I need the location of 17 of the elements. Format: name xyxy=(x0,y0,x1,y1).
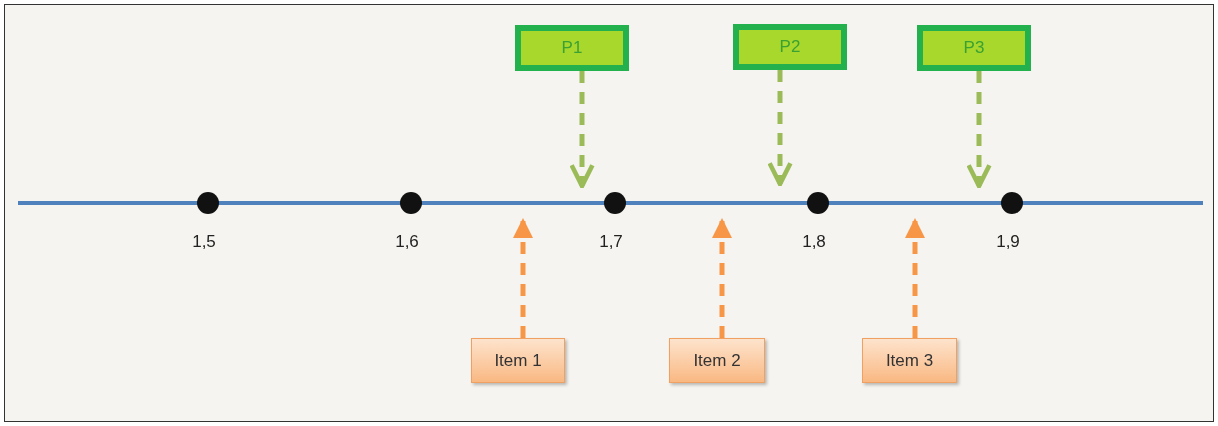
item-box: Item 1 xyxy=(471,338,565,383)
dashed-arrow xyxy=(513,218,533,338)
tick-label: 1,8 xyxy=(802,231,826,253)
label-box: P2 xyxy=(733,24,847,70)
tick-label: 1,6 xyxy=(395,231,419,253)
dashed-arrow xyxy=(905,218,925,338)
tick-label: 1,7 xyxy=(599,231,623,253)
item-box: Item 3 xyxy=(862,338,957,383)
dashed-arrow xyxy=(767,70,793,187)
tick-label: 1,9 xyxy=(996,231,1020,253)
tick-label: 1,5 xyxy=(192,231,216,253)
item-box: Item 2 xyxy=(669,338,765,383)
dashed-arrow xyxy=(569,71,595,189)
label-box: P3 xyxy=(917,25,1031,71)
label-box: P1 xyxy=(515,25,629,71)
dashed-arrow xyxy=(712,218,732,338)
dashed-arrow xyxy=(966,71,992,189)
